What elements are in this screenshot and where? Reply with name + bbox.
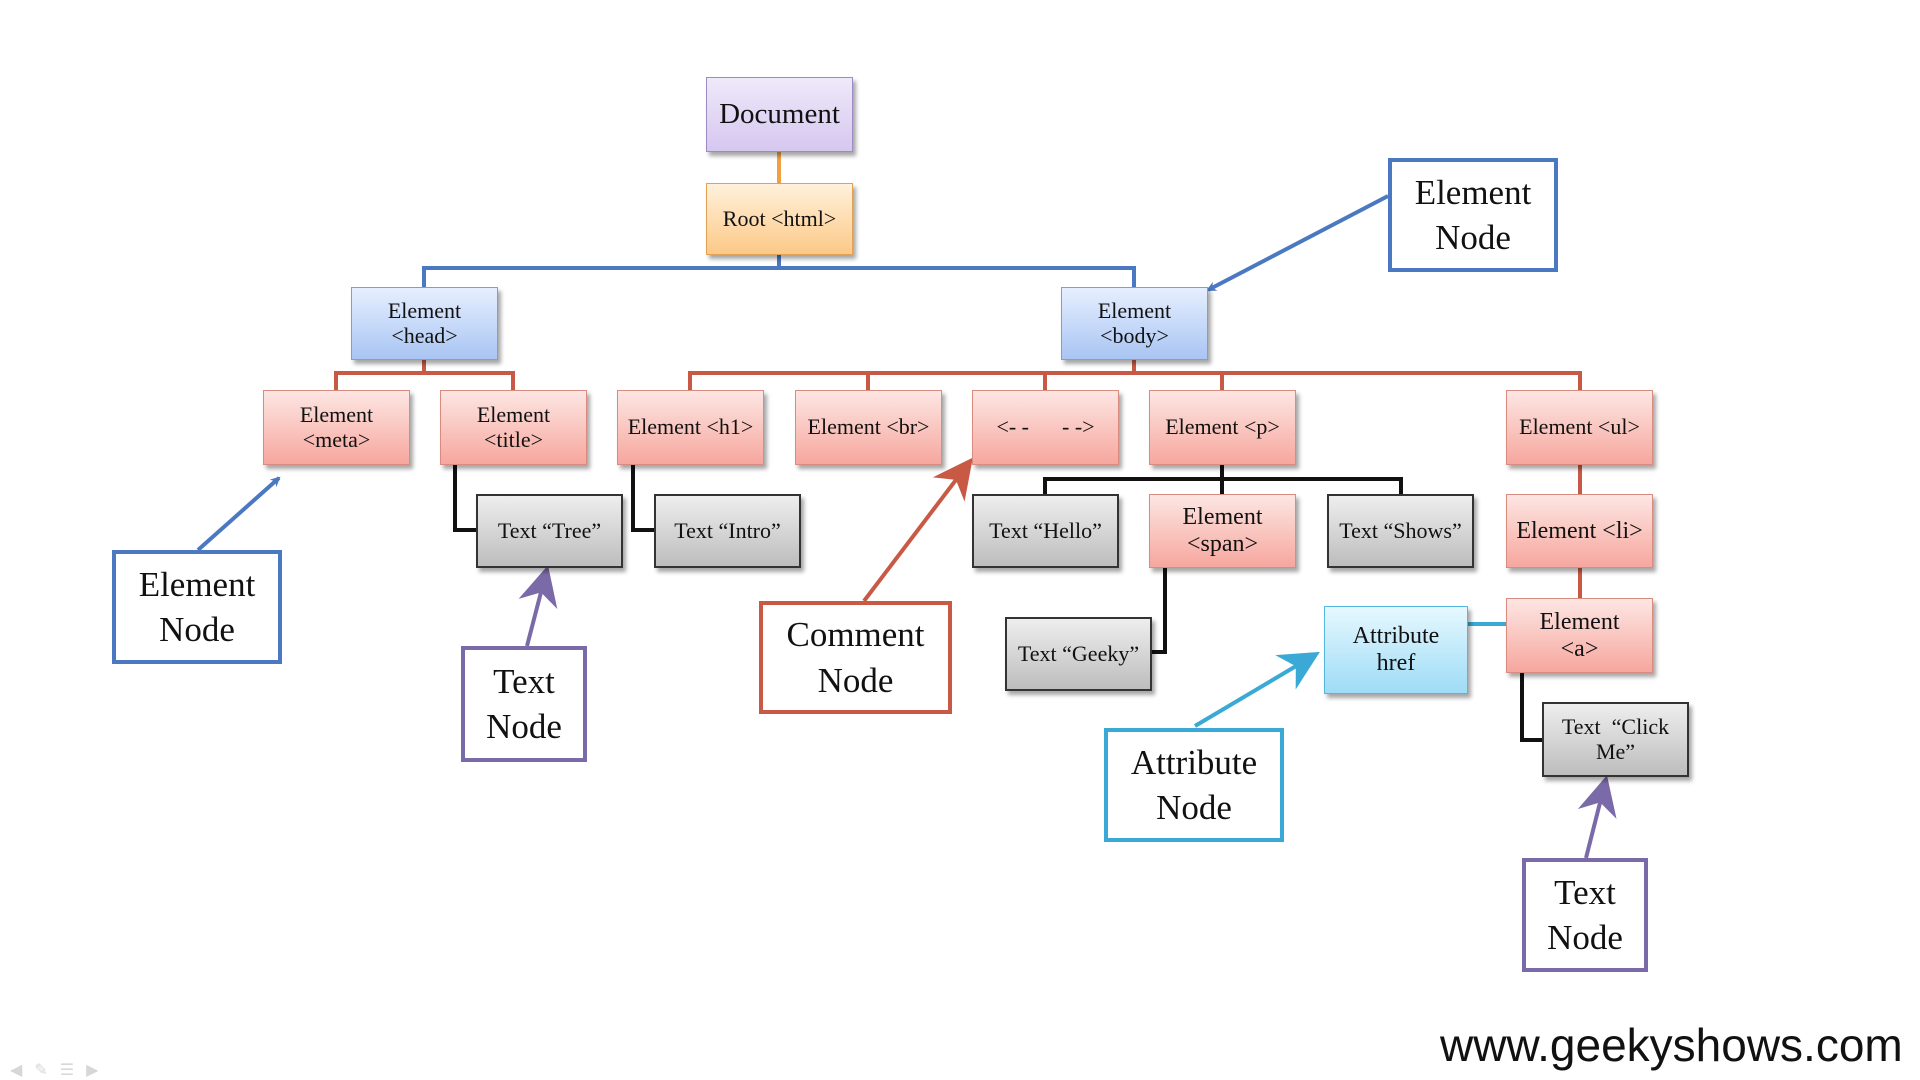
node-body-line1: Element	[1097, 297, 1172, 323]
arrow-attribute-node	[1193, 651, 1320, 728]
label-element-node-left-line1: Element	[138, 564, 256, 604]
node-p-label: Element <p>	[1165, 414, 1280, 440]
node-meta-line1: Element	[299, 401, 374, 427]
menu-icon[interactable]: ☰	[59, 1060, 75, 1079]
arrow-text-node-left	[518, 565, 558, 647]
label-comment-node: Comment Node	[759, 601, 952, 714]
forward-icon[interactable]: ▶	[86, 1060, 99, 1079]
node-html-label: Root <html>	[722, 205, 837, 231]
node-br: Element <br>	[795, 390, 942, 465]
label-text-node-right: Text Node	[1522, 858, 1648, 972]
label-element-node-left-line2: Node	[159, 610, 235, 649]
node-span: Element <span>	[1149, 494, 1296, 568]
node-text-tree: Text “Tree”	[476, 494, 623, 568]
arrow-element-node-left	[196, 476, 281, 552]
back-icon[interactable]: ◀	[10, 1060, 23, 1079]
node-text-click-line2: Me”	[1595, 738, 1636, 764]
node-comment: <- - - ->	[972, 390, 1119, 465]
node-body: Element <body>	[1061, 287, 1208, 360]
node-a-line2: <a>	[1560, 635, 1599, 662]
node-text-shows: Text “Shows”	[1327, 494, 1474, 568]
node-attr-href: Attribute href	[1324, 606, 1468, 694]
node-title-line2: <title>	[483, 426, 544, 452]
label-comment-node-line1: Comment	[786, 615, 925, 654]
edge-html-body	[779, 266, 1136, 287]
node-document: Document	[706, 77, 853, 152]
edge-a-text	[1520, 673, 1542, 742]
arrow-text-node-right	[1577, 775, 1617, 859]
node-text-shows-label: Text “Shows”	[1339, 517, 1462, 543]
node-title: Element <title>	[440, 390, 587, 465]
node-text-hello: Text “Hello”	[972, 494, 1119, 568]
label-element-node-left: Element Node	[112, 550, 282, 664]
label-element-node-right-line2: Node	[1435, 218, 1511, 257]
node-attr-href-line1: Attribute	[1352, 623, 1440, 650]
edge-html-children	[422, 255, 781, 287]
node-document-label: Document	[719, 98, 840, 131]
node-meta-line2: <meta>	[302, 426, 371, 452]
node-body-line2: <body>	[1100, 322, 1169, 348]
label-text-node-left-line1: Text	[493, 661, 555, 701]
node-text-intro: Text “Intro”	[654, 494, 801, 568]
node-text-click-me: Text “Click Me”	[1542, 702, 1689, 777]
edge-head-children	[334, 360, 426, 390]
node-ul-label: Element <ul>	[1519, 414, 1640, 440]
arrow-comment-node	[862, 457, 973, 603]
node-head-line2: <head>	[391, 322, 458, 348]
label-text-node-right-line2: Node	[1547, 918, 1623, 957]
site-watermark: www.geekyshows.com	[1440, 1019, 1903, 1071]
node-meta: Element <meta>	[263, 390, 410, 465]
node-html: Root <html>	[706, 183, 853, 255]
node-span-line2: <span>	[1186, 531, 1259, 557]
node-ul: Element <ul>	[1506, 390, 1653, 465]
node-br-label: Element <br>	[807, 414, 930, 440]
label-text-node-left: Text Node	[461, 646, 587, 762]
node-text-geeky-label: Text “Geeky”	[1017, 640, 1140, 666]
node-text-hello-label: Text “Hello”	[989, 517, 1102, 543]
node-attr-href-line2: href	[1376, 650, 1416, 676]
node-span-line1: Element	[1182, 504, 1263, 531]
label-attribute-node: Attribute Node	[1104, 728, 1284, 842]
label-element-node-right-line1: Element	[1414, 172, 1532, 212]
node-title-line1: Element	[476, 401, 551, 427]
node-li-label: Element <li>	[1516, 517, 1643, 544]
node-head-line1: Element	[387, 297, 462, 323]
pen-icon[interactable]: ✎	[34, 1060, 48, 1079]
node-p: Element <p>	[1149, 390, 1296, 465]
label-text-node-right-line1: Text	[1554, 872, 1616, 912]
label-attribute-node-line2: Node	[1156, 788, 1232, 827]
node-a-line1: Element	[1539, 608, 1620, 635]
label-text-node-left-line2: Node	[486, 707, 562, 746]
edge-title-text	[453, 465, 476, 532]
node-comment-label: <- - - ->	[996, 414, 1095, 440]
node-text-tree-label: Text “Tree”	[497, 517, 602, 543]
label-comment-node-line2: Node	[817, 660, 894, 700]
node-li: Element <li>	[1506, 494, 1653, 568]
node-text-click-line1: Text “Click	[1561, 713, 1670, 739]
edge-h1-text	[631, 465, 654, 532]
node-text-intro-label: Text “Intro”	[674, 517, 781, 543]
label-element-node-right: Element Node	[1388, 158, 1558, 272]
label-attribute-node-line1: Attribute	[1130, 742, 1258, 782]
edge-head-title	[424, 371, 515, 390]
node-text-geeky: Text “Geeky”	[1005, 617, 1152, 691]
node-h1: Element <h1>	[617, 390, 764, 465]
edge-span-text	[1152, 568, 1167, 654]
node-h1-label: Element <h1>	[627, 414, 754, 440]
slide-nav-controls[interactable]: ◀ ✎ ☰ ▶	[10, 1060, 98, 1079]
node-a: Element <a>	[1506, 598, 1653, 673]
edge-body-bar	[688, 371, 1582, 390]
node-head: Element <head>	[351, 287, 498, 360]
arrow-element-node-right	[1206, 194, 1389, 292]
